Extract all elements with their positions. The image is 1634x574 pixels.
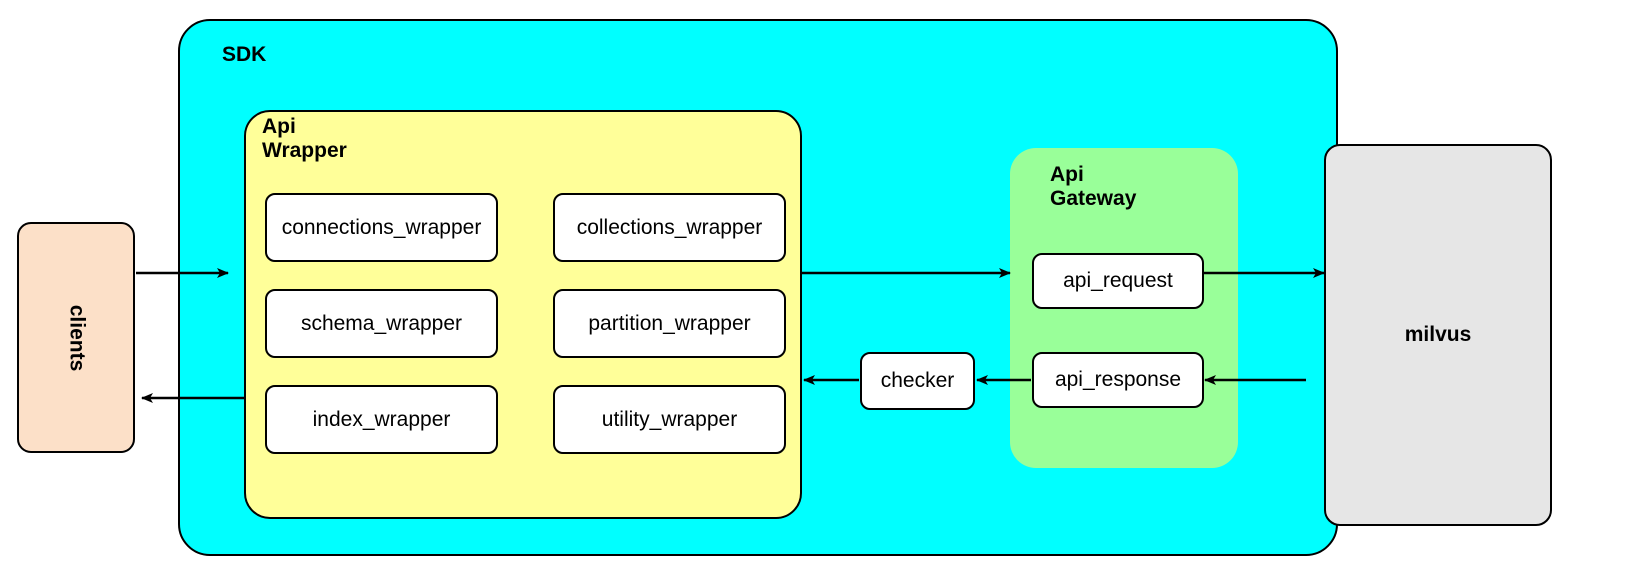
node-connections-wrapper-label: connections_wrapper: [281, 215, 482, 239]
node-utility-wrapper-label: utility_wrapper: [601, 407, 738, 431]
node-clients[interactable]: clients: [17, 222, 135, 453]
container-api-gateway-label: Api Gateway: [1050, 163, 1137, 210]
node-schema-wrapper[interactable]: schema_wrapper: [265, 289, 498, 358]
container-api-wrapper-label: Api Wrapper: [262, 115, 347, 162]
node-partition-wrapper[interactable]: partition_wrapper: [553, 289, 786, 358]
node-checker[interactable]: checker: [860, 352, 975, 410]
container-sdk-label: SDK: [222, 43, 267, 66]
node-collections-wrapper[interactable]: collections_wrapper: [553, 193, 786, 262]
node-api-response[interactable]: api_response: [1032, 352, 1204, 408]
node-partition-wrapper-label: partition_wrapper: [588, 311, 751, 335]
node-api-request-label: api_request: [1063, 269, 1173, 292]
node-schema-wrapper-label: schema_wrapper: [300, 311, 463, 335]
node-milvus[interactable]: milvus: [1324, 144, 1552, 526]
node-clients-label: clients: [65, 304, 88, 371]
node-index-wrapper[interactable]: index_wrapper: [265, 385, 498, 454]
node-checker-label: checker: [880, 369, 955, 392]
node-index-wrapper-label: index_wrapper: [312, 407, 451, 431]
node-utility-wrapper[interactable]: utility_wrapper: [553, 385, 786, 454]
node-api-request[interactable]: api_request: [1032, 253, 1204, 309]
node-connections-wrapper[interactable]: connections_wrapper: [265, 193, 498, 262]
node-collections-wrapper-label: collections_wrapper: [576, 215, 763, 239]
node-api-response-label: api_response: [1054, 368, 1182, 391]
node-milvus-label: milvus: [1404, 323, 1472, 346]
